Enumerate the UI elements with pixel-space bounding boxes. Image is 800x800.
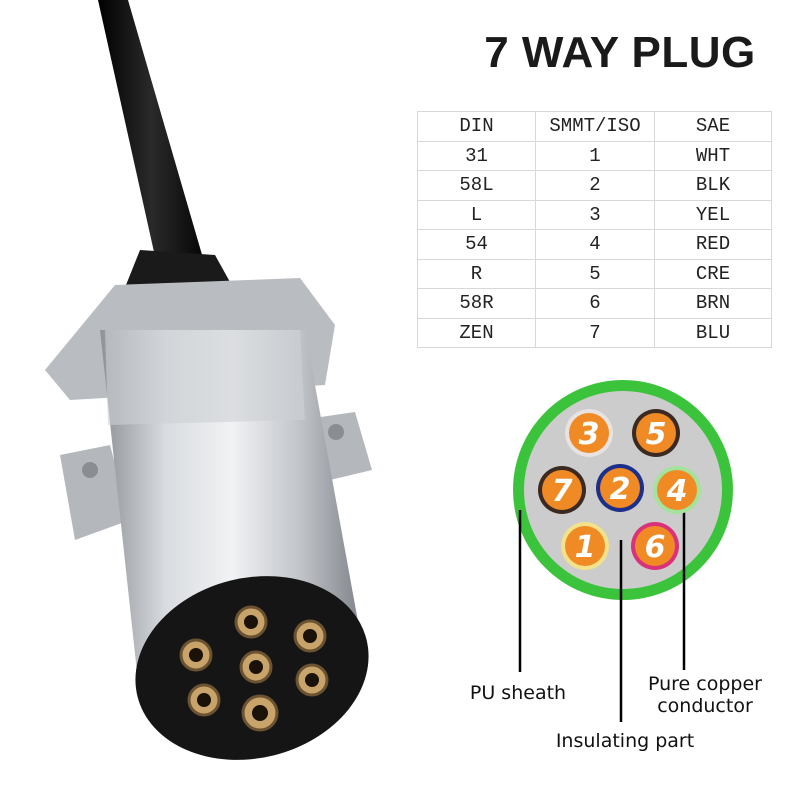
page-title: 7 WAY PLUG [484,28,756,77]
cell-smmt: 2 [535,170,655,201]
pin-5: 5 [632,409,680,457]
cell-smmt: 4 [535,229,655,260]
cell-din: ZEN [417,317,536,348]
pin-number-label: 7 [552,474,573,509]
label-insulating-part: Insulating part [555,730,695,752]
label-conductor-line2: conductor [657,695,753,717]
pin-2: 2 [596,464,644,512]
pin-6: 6 [631,522,679,570]
col-sae-header: SAE [654,111,772,142]
cell-sae: BLU [654,317,772,348]
cell-smmt: 7 [535,317,655,348]
pin-core [600,468,640,508]
pin-core [657,470,697,510]
pin-1: 1 [561,522,609,570]
cell-din: 54 [417,229,536,260]
pin-core [635,526,675,566]
pin-number-label: 6 [645,530,666,565]
cell-din: 31 [417,140,536,171]
pin-core [569,413,609,453]
cell-din: 58L [417,170,536,201]
pin-7: 7 [538,466,586,514]
label-pure-copper-line1: Pure copper [648,673,762,695]
pin-core [565,526,605,566]
pin-core [636,413,676,453]
table-header-row: DIN SMMT/ISO SAE [417,111,772,142]
pin-4: 4 [653,466,701,514]
pin-number-label: 5 [646,417,667,452]
pin-number-label: 2 [610,472,631,507]
pin-3: 3 [565,409,613,457]
pin-number-label: 3 [579,417,600,452]
cell-smmt: 3 [535,199,655,230]
pin-core [542,470,582,510]
col-din-header: DIN [417,111,536,142]
label-pu-sheath: PU sheath [469,682,567,704]
pin-number-label: 4 [666,474,688,509]
pin-number-label: 1 [575,530,596,565]
